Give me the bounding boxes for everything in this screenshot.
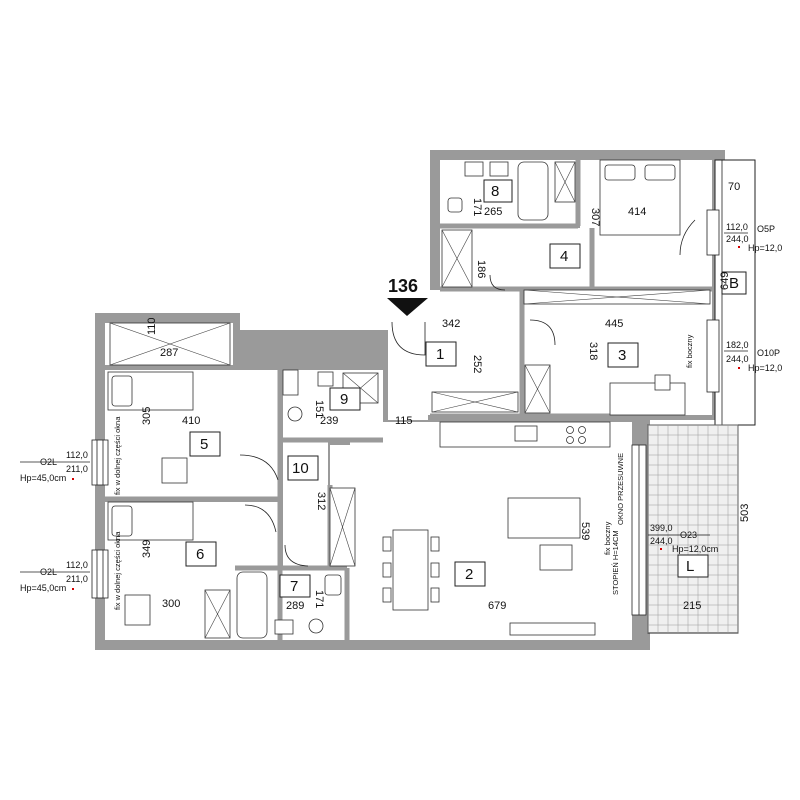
svg-text:70: 70	[728, 181, 740, 193]
svg-text:Hp=45,0cm: Hp=45,0cm	[20, 473, 66, 483]
svg-text:112,0: 112,0	[726, 222, 748, 232]
svg-text:fix w dolnej części okna: fix w dolnej części okna	[113, 416, 122, 495]
loggia-l	[647, 424, 739, 634]
svg-text:8: 8	[491, 183, 499, 200]
svg-text:O10P: O10P	[757, 348, 780, 358]
svg-text:171: 171	[313, 590, 325, 608]
svg-text:244,0: 244,0	[726, 234, 749, 244]
svg-text:112,0: 112,0	[66, 450, 88, 460]
room-4-label: 4	[549, 243, 581, 269]
svg-text:265: 265	[484, 206, 502, 218]
svg-text:349: 349	[141, 540, 153, 558]
room-8-label: 8	[483, 179, 513, 203]
svg-text:Hp=12,0: Hp=12,0	[748, 363, 782, 373]
entry-marker: 136	[387, 276, 428, 316]
room-9-label: 9	[329, 387, 361, 411]
balcony-b-label: B	[721, 271, 747, 295]
svg-text:1: 1	[436, 346, 444, 363]
svg-text:503: 503	[739, 504, 751, 522]
entry-number: 136	[388, 276, 418, 296]
svg-text:O5P: O5P	[757, 224, 775, 234]
svg-text:445: 445	[605, 318, 623, 330]
loggia-tiles	[647, 424, 739, 633]
svg-text:STOPIEŃ H=14CM: STOPIEŃ H=14CM	[611, 530, 620, 595]
room-5-label: 5	[189, 431, 221, 457]
svg-text:O23: O23	[680, 530, 697, 540]
room-numbers: 8 4 1 3 9 5 10 6	[185, 179, 747, 598]
svg-text:305: 305	[141, 407, 153, 425]
notes: fix boczny fix boczny fix w dolnej częśc…	[113, 334, 694, 610]
svg-text:B: B	[729, 275, 739, 292]
svg-text:410: 410	[182, 415, 200, 427]
svg-text:679: 679	[488, 600, 506, 612]
svg-text:4: 4	[560, 248, 568, 265]
svg-text:L: L	[686, 558, 694, 575]
svg-text:Hp=12,0: Hp=12,0	[748, 243, 782, 253]
svg-text:115: 115	[395, 415, 413, 427]
svg-text:171: 171	[471, 198, 483, 216]
window-o2l-top: O2L 112,0 211,0 Hp=45,0cm	[20, 450, 90, 483]
svg-text:244,0: 244,0	[726, 354, 749, 364]
svg-text:182,0: 182,0	[726, 340, 749, 350]
svg-text:289: 289	[286, 600, 304, 612]
svg-text:2: 2	[465, 566, 473, 583]
svg-text:307: 307	[589, 208, 601, 226]
svg-text:342: 342	[442, 318, 460, 330]
room-3-label: 3	[607, 342, 639, 368]
loggia-l-label: L	[677, 554, 709, 578]
dimensions: 70 171 265 307 414 186 649 342 445 252 3…	[141, 181, 751, 612]
window-marks	[91, 209, 720, 616]
svg-text:186: 186	[475, 260, 487, 278]
svg-text:399,0: 399,0	[650, 523, 673, 533]
svg-text:fix boczny: fix boczny	[685, 334, 694, 368]
room-1-label: 1	[425, 341, 457, 367]
svg-text:414: 414	[628, 206, 646, 218]
window-o5p: O5P 112,0 244,0 Hp=12,0	[724, 222, 782, 253]
svg-text:5: 5	[200, 436, 208, 453]
svg-text:215: 215	[683, 600, 701, 612]
svg-text:300: 300	[162, 598, 180, 610]
doors	[239, 219, 696, 567]
svg-text:239: 239	[320, 415, 338, 427]
svg-text:9: 9	[340, 391, 348, 408]
svg-text:211,0: 211,0	[66, 574, 88, 584]
window-o2l-bottom: O2L 112,0 211,0 Hp=45,0cm	[20, 560, 90, 593]
svg-text:110: 110	[146, 317, 158, 335]
svg-text:312: 312	[315, 492, 327, 510]
svg-text:fix boczny: fix boczny	[603, 521, 612, 555]
svg-text:151: 151	[313, 400, 325, 418]
svg-text:287: 287	[160, 347, 178, 359]
svg-text:10: 10	[292, 460, 309, 477]
window-o23: 399,0 244,0 O23 Hp=12,0cm	[648, 523, 718, 554]
svg-text:3: 3	[618, 347, 626, 364]
room-6-label: 6	[185, 541, 217, 567]
room-2-label: 2	[454, 561, 486, 587]
svg-text:fix w dolnej części okna: fix w dolnej części okna	[113, 531, 122, 610]
svg-text:112,0: 112,0	[66, 560, 88, 570]
svg-text:649: 649	[719, 272, 731, 290]
room-10-label: 10	[287, 455, 319, 481]
svg-text:6: 6	[196, 546, 204, 563]
partitions	[105, 160, 712, 640]
svg-text:7: 7	[290, 578, 298, 595]
svg-text:211,0: 211,0	[66, 464, 88, 474]
svg-text:252: 252	[471, 355, 483, 373]
svg-text:OKNO PRZESUWNE: OKNO PRZESUWNE	[616, 453, 625, 525]
svg-text:Hp=12,0cm: Hp=12,0cm	[672, 544, 718, 554]
furniture	[107, 159, 711, 639]
svg-text:318: 318	[587, 342, 599, 360]
svg-text:Hp=45,0cm: Hp=45,0cm	[20, 583, 66, 593]
window-o10p: O10P 182,0 244,0 Hp=12,0	[724, 340, 782, 373]
svg-text:244,0: 244,0	[650, 536, 673, 546]
room-7-label: 7	[279, 574, 311, 598]
svg-text:539: 539	[579, 522, 591, 540]
